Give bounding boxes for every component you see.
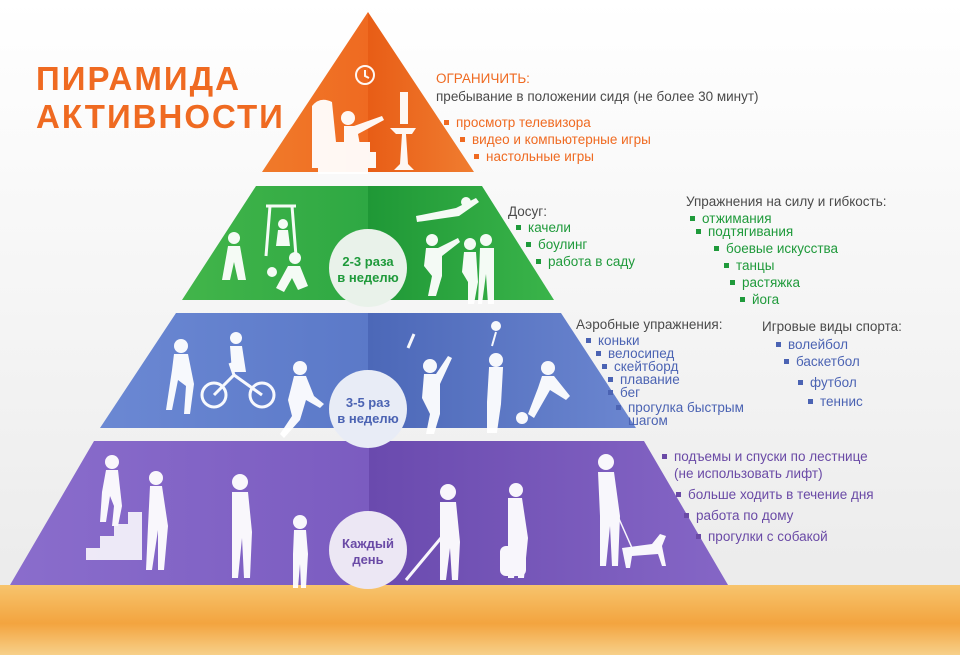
badge-purple: Каждый день [328, 536, 408, 568]
list-item: плавание [608, 371, 744, 388]
badge-circle-blue [329, 370, 407, 448]
list-item: боевые искусства [713, 241, 839, 256]
list-item: подтягивания [695, 223, 838, 240]
dancer-icon [464, 238, 476, 250]
skater-icon [174, 339, 188, 353]
page-title: ПИРАМИДА АКТИВНОСТИ [36, 60, 285, 136]
badge-line: 3-5 раз [345, 395, 391, 410]
runner-icon [293, 361, 307, 375]
limit-subheader: пребывание в положении сидя (не более 30… [436, 89, 759, 104]
list-item: прогулки с собакой [696, 528, 874, 545]
karate-icon [426, 234, 438, 246]
list-item: бег [608, 384, 744, 401]
list-item: футбол [798, 374, 863, 391]
list-item: теннис [808, 394, 863, 409]
list-item: баскетбол [784, 353, 863, 370]
title-line-1: ПИРАМИДА [36, 60, 241, 97]
aerobic-list: коньки велосипед скейтборд плавание бег … [586, 332, 744, 429]
list-item: работа по дому [684, 507, 874, 524]
list-item: волейбол [776, 336, 863, 353]
floor-gradient [0, 585, 960, 655]
walker-icon [149, 471, 163, 485]
badge-line: в неделю [337, 411, 399, 426]
gardener-icon [228, 232, 240, 244]
list-item: йога [739, 291, 838, 308]
badge-line: 2-3 раза [342, 254, 394, 269]
list-item-continuation: (не использовать лифт) [674, 466, 823, 481]
woman-vacuum-icon [509, 483, 523, 497]
sports-header: Игровые виды спорта: [762, 319, 902, 334]
list-item-continuation: шагом [628, 413, 668, 428]
limit-header: ОГРАНИЧИТЬ: [436, 71, 530, 86]
list-item: настольные игры [474, 148, 651, 165]
badge-line: день [352, 552, 384, 567]
stairs-icon [86, 512, 142, 560]
tennis-icon [423, 359, 437, 373]
title-line-2: АКТИВНОСТИ [36, 98, 285, 135]
list-item: качели [515, 219, 635, 236]
swing-icon [264, 204, 298, 257]
leisure-list: качели боулинг работа в саду [515, 219, 636, 270]
list-item: отжимания [689, 210, 838, 227]
list-item: боулинг [525, 236, 635, 253]
badge-circle-green [329, 229, 407, 307]
woman-icon [232, 474, 248, 490]
list-item: растяжка [729, 274, 838, 291]
leisure-header: Досуг: [508, 204, 547, 219]
daily-list: подъемы и спуски по лестнице (не использ… [662, 448, 874, 545]
list-item: подъемы и спуски по лестнице [662, 448, 874, 465]
strength-header: Упражнения на силу и гибкость: [686, 194, 887, 209]
badge-green: 2-3 раза в неделю [328, 254, 408, 286]
list-item: скейтборд [602, 358, 744, 375]
list-item: просмотр телевизора [444, 114, 651, 131]
person-head-icon [341, 111, 355, 125]
badge-line: Каждый [342, 536, 394, 551]
strength-list: отжимания подтягивания боевые искусства … [689, 210, 839, 308]
dog-icon [622, 534, 666, 568]
badge-line: в неделю [337, 270, 399, 285]
sports-list: волейбол баскетбол футбол теннис [776, 336, 863, 410]
badge-blue: 3-5 раз в неделю [328, 395, 408, 427]
list-item: больше ходить в течение дня [676, 487, 874, 502]
list-item: прогулка быстрым [616, 400, 744, 415]
dog-walker-icon [598, 454, 614, 470]
man-mopping-icon [440, 484, 456, 500]
tv-icon [400, 92, 408, 124]
volleyball-icon [489, 353, 503, 367]
clock-icon [355, 65, 375, 85]
child-icon [293, 515, 307, 529]
list-item: работа в саду [535, 254, 636, 269]
list-item: велосипед [596, 345, 744, 362]
aerobic-header: Аэробные упражнения: [576, 317, 723, 332]
bowler-icon [289, 252, 301, 264]
pushup-icon [416, 198, 479, 222]
list-item: коньки [586, 332, 744, 349]
list-item: танцы [723, 257, 838, 274]
limit-list: просмотр телевизора видео и компьютерные… [444, 114, 651, 165]
list-item: видео и компьютерные игры [460, 132, 651, 147]
badge-circle-purple [329, 511, 407, 589]
footballer-icon [541, 361, 555, 375]
bicycle-icon [200, 381, 228, 409]
